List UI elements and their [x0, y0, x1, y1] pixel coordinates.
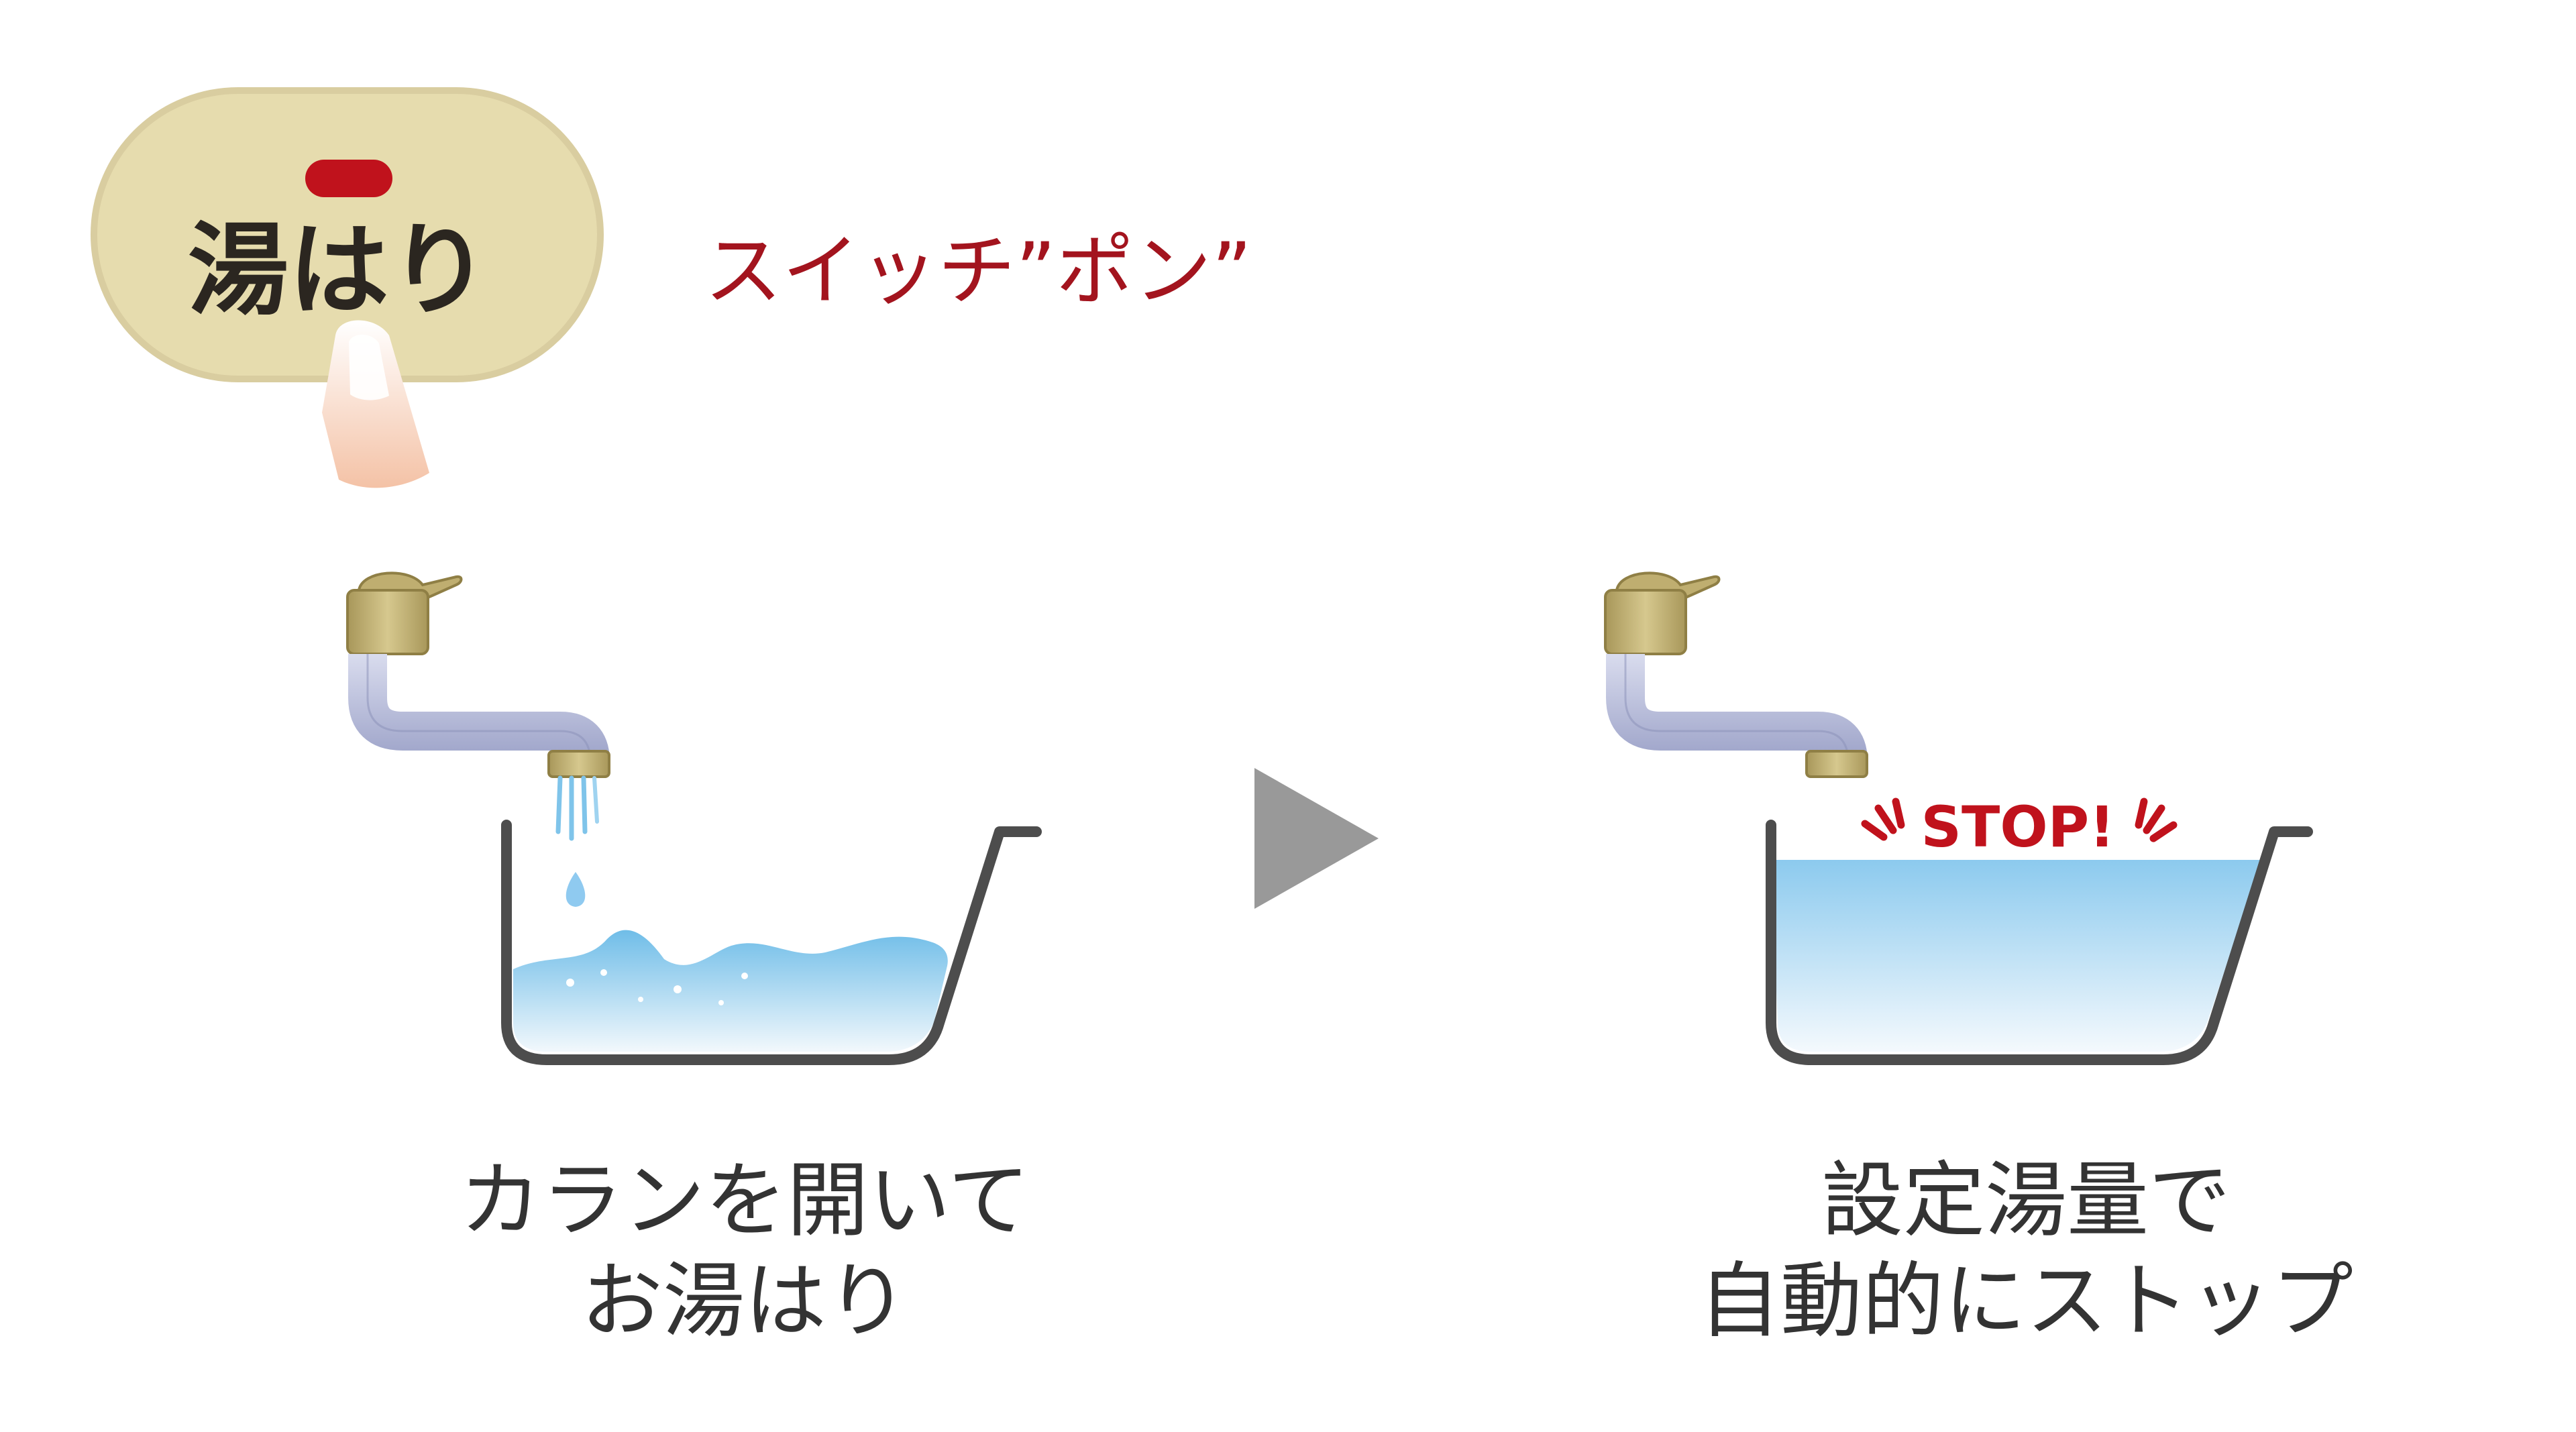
faucet-spout	[547, 750, 610, 778]
switch-callout: スイッチ”ポン”	[704, 226, 1252, 317]
step-1-caption-line-2: お湯はり	[581, 1254, 908, 1349]
step-1-caption-line-1: カランを開いて	[459, 1153, 1030, 1248]
faucet-spout	[1805, 750, 1868, 778]
button-label: 湯はり	[188, 213, 490, 329]
next-step-arrow-icon	[1254, 768, 1379, 909]
stop-burst-right	[2135, 797, 2178, 842]
indicator-lamp	[305, 160, 392, 197]
faucet-handle-icon	[346, 571, 463, 655]
water-wave	[513, 930, 948, 1052]
bathtub-right	[1766, 820, 2313, 1065]
water-full	[1771, 860, 2262, 1052]
step-stopped: STOP!	[1604, 571, 2313, 1065]
stop-text: STOP!	[1921, 794, 2114, 860]
bubbles	[566, 969, 748, 1005]
step-1-caption: カランを開いて お湯はり	[389, 1150, 1100, 1352]
faucet-handle-icon	[1604, 571, 1721, 655]
step-2-caption-line-1: 設定湯量で	[1821, 1153, 2231, 1248]
faucet-pipe	[1606, 654, 1868, 763]
bathtub-left	[501, 820, 1042, 1065]
stop-burst-left	[1861, 797, 1905, 841]
step-2-caption: 設定湯量で 自動的にストップ	[1637, 1150, 2415, 1352]
finger-icon	[322, 320, 429, 488]
faucet-pipe	[348, 654, 610, 763]
water-stream-icon	[555, 775, 599, 907]
bath-fill-button[interactable]: 湯はり	[91, 87, 604, 382]
step-filling	[346, 571, 1042, 1065]
step-2-caption-line-2: 自動的にストップ	[1699, 1254, 2353, 1349]
stop-badge: STOP!	[1861, 794, 2178, 860]
